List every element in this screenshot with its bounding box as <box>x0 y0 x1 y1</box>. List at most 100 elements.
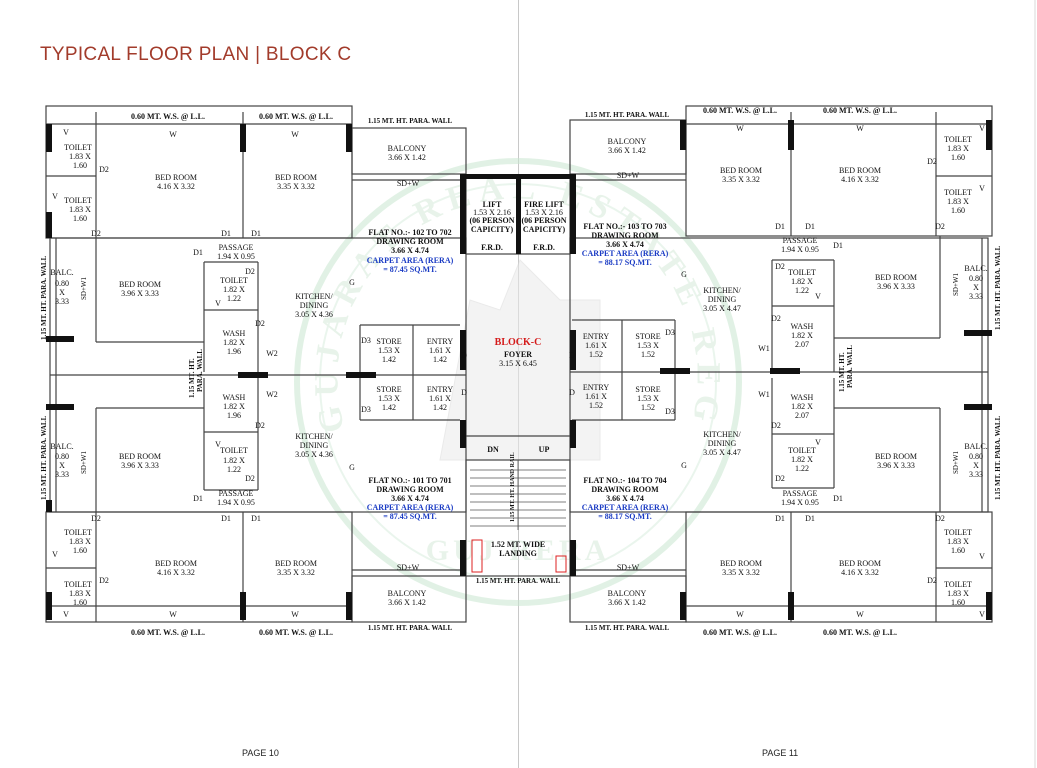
toilet-label: TOILET <box>944 580 972 589</box>
para-wall-vertical-1: 1.15 MT. HT. <box>838 352 846 392</box>
balc-label: BALC. <box>50 268 74 277</box>
entry-dim: 1.42 <box>433 355 447 364</box>
tag-d: D <box>569 388 575 397</box>
passage-dim: 1.94 X 0.95 <box>217 252 255 261</box>
flat-103-drawing: DRAWING ROOM <box>591 231 659 240</box>
toilet-dim: 1.22 <box>227 294 241 303</box>
fire-lift-label: FIRE LIFT <box>524 200 564 209</box>
para-wall-label: 1.15 MT. HT. PARA. WALL <box>584 624 670 632</box>
flat-102-no: FLAT NO.:- 102 TO 702 <box>368 228 452 237</box>
balcony-dim: 3.66 X 1.42 <box>388 598 426 607</box>
tag-d2: D2 <box>775 262 785 271</box>
tag-d1: D1 <box>221 229 231 238</box>
toilet-label: TOILET <box>220 276 248 285</box>
flat-104-drawing-dim: 3.66 X 4.74 <box>606 494 644 503</box>
tag-d2: D2 <box>775 474 785 483</box>
tag-d: D <box>569 351 575 360</box>
store-dim: 1.42 <box>382 355 396 364</box>
tag-d1: D1 <box>251 514 261 523</box>
kitchen-dim: 3.05 X 4.47 <box>703 304 741 313</box>
balcony-label: BALCONY <box>387 589 427 598</box>
balcony-dim: 3.66 X 1.42 <box>608 598 646 607</box>
tag-v: V <box>815 438 821 447</box>
toilet-dim: 1.83 X <box>947 537 969 546</box>
balcony-label: BALCONY <box>387 144 427 153</box>
toilet-dim: 1.83 X <box>69 152 91 161</box>
passage-label: PASSAGE <box>218 243 254 252</box>
tag-d2: D2 <box>99 576 109 585</box>
wash-dim: 2.07 <box>795 411 809 420</box>
kitchen-label-2: DINING <box>299 441 329 450</box>
wash-dim: 1.82 X <box>223 338 245 347</box>
store-dim: 1.53 X <box>637 341 659 350</box>
ws-label: 0.60 MT. W.S. @ L.L. <box>703 106 777 115</box>
para-wall-vertical-1: 1.15 MT. HT. <box>188 358 196 398</box>
sd-w1-tag: SD+W1 <box>80 276 88 300</box>
tag-d2: D2 <box>935 222 945 231</box>
entry-label: ENTRY <box>582 332 610 341</box>
tag-d2: D2 <box>91 514 101 523</box>
toilet-dim: 1.83 X <box>947 589 969 598</box>
entry-label: ENTRY <box>426 337 454 346</box>
tag-d3: D3 <box>361 336 371 345</box>
tag-d: D <box>461 351 467 360</box>
flat-102-drawing-dim: 3.66 X 4.74 <box>391 246 429 255</box>
tag-d2: D2 <box>935 514 945 523</box>
para-wall-label: 1.15 MT. HT. PARA. WALL <box>584 111 670 119</box>
passage-label: PASSAGE <box>218 489 254 498</box>
store-dim: 1.42 <box>382 403 396 412</box>
store-dim: 1.53 X <box>637 394 659 403</box>
tag-w: W <box>169 610 177 619</box>
bed-room-label: BED ROOM <box>274 173 318 182</box>
flat-103-no: FLAT NO.:- 103 TO 703 <box>583 222 667 231</box>
bed-room-label: BED ROOM <box>154 559 198 568</box>
bed-room-dim: 3.35 X 3.32 <box>722 568 760 577</box>
wash-label: WASH <box>790 322 814 331</box>
toilet-dim: 1.60 <box>951 546 965 555</box>
tag-v: V <box>63 610 69 619</box>
toilet-label: TOILET <box>64 528 92 537</box>
tag-g: G <box>681 461 687 470</box>
staircase <box>470 460 566 530</box>
flat-104-no: FLAT NO.:- 104 TO 704 <box>583 476 667 485</box>
tag-d1: D1 <box>775 222 785 231</box>
tag-v: V <box>63 128 69 137</box>
balc-dim: 3.33 <box>55 470 69 479</box>
store-label: STORE <box>376 385 402 394</box>
tag-v: V <box>979 552 985 561</box>
lift-capacity: (06 PERSON <box>469 216 515 225</box>
wash-dim: 1.82 X <box>791 402 813 411</box>
toilet-label: TOILET <box>220 446 248 455</box>
kitchen-dim: 3.05 X 4.36 <box>295 310 333 319</box>
toilet-dim: 1.60 <box>73 161 87 170</box>
toilet-dim: 1.60 <box>951 153 965 162</box>
toilet-dim: 1.22 <box>795 464 809 473</box>
kitchen-label: KITCHEN/ <box>295 292 333 301</box>
tag-w: W <box>291 610 299 619</box>
ws-label: 0.60 MT. W.S. @ L.L. <box>259 112 333 121</box>
tag-g: G <box>349 463 355 472</box>
bed-room-dim: 3.96 X 3.33 <box>121 461 159 470</box>
store-label: STORE <box>635 385 661 394</box>
landing-label: 1.52 MT. WIDE <box>490 540 546 549</box>
store-dim: 1.53 X <box>378 394 400 403</box>
para-wall-vertical: 1.15 MT. HT. PARA. WALL <box>40 255 48 340</box>
tag-w: W <box>736 124 744 133</box>
tag-d1: D1 <box>221 514 231 523</box>
wash-label: WASH <box>790 393 814 402</box>
sd-w-tag: SD+W <box>396 563 420 572</box>
para-wall-vertical-2: PARA. WALL <box>846 345 854 388</box>
flat-104-drawing: DRAWING ROOM <box>591 485 659 494</box>
hand-rail-label: 1.15 MT. HT. HAND RAIL <box>510 452 516 522</box>
entry-dim: 1.61 X <box>585 341 607 350</box>
tag-d3: D3 <box>665 407 675 416</box>
ws-label: 0.60 MT. W.S. @ L.L. <box>823 106 897 115</box>
balc-dim: X <box>973 461 979 470</box>
bed-room-label: BED ROOM <box>838 559 882 568</box>
tag-d1: D1 <box>833 494 843 503</box>
balcony-label: BALCONY <box>607 589 647 598</box>
bed-room-label: BED ROOM <box>719 166 763 175</box>
toilet-label: TOILET <box>64 143 92 152</box>
toilet-dim: 1.83 X <box>947 197 969 206</box>
